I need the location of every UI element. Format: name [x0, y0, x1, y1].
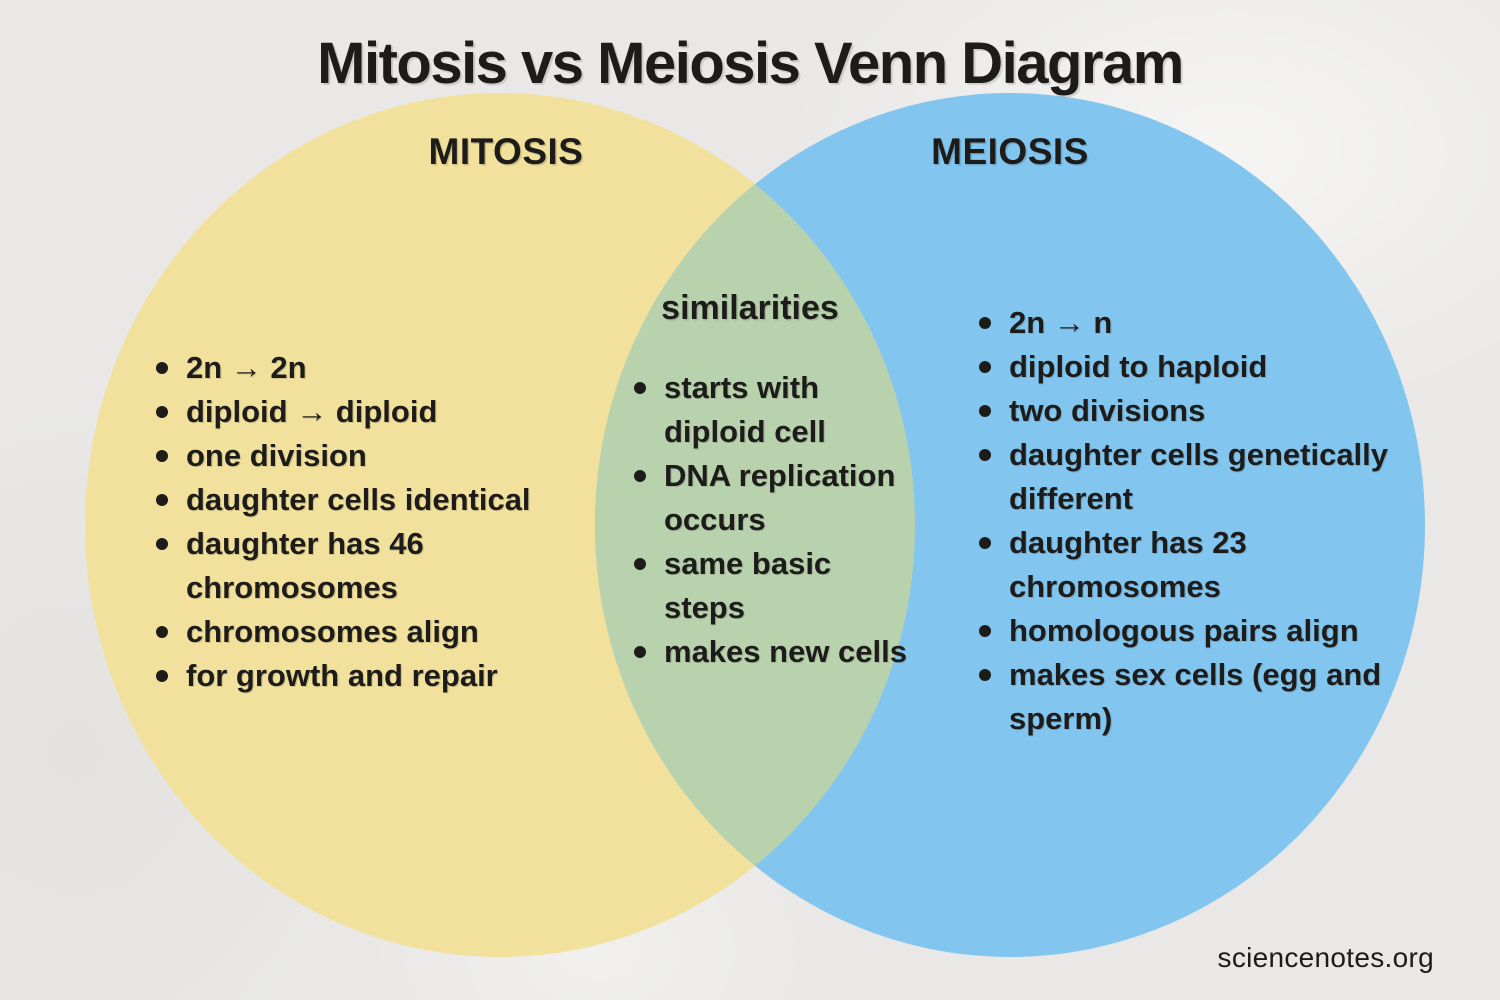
list-item-text: daughter cells genetically different [1009, 437, 1389, 516]
list-item-text: daughter has 23 chromosomes [1009, 525, 1247, 604]
list-item-text: for growth and repair [186, 658, 498, 693]
list-item: same basic steps [634, 542, 934, 630]
list-item: daughter cells identical [156, 478, 586, 522]
list-item: diploid to haploid [979, 345, 1424, 389]
list-item-text: starts with diploid cell [664, 370, 826, 449]
meiosis-list: 2n → n diploid to haploid two divisions … [979, 301, 1424, 741]
list-item-text: homologous pairs align [1009, 613, 1359, 648]
meiosis-label: MEIOSIS [931, 131, 1089, 172]
list-item-text: 2n → 2n [186, 350, 307, 385]
similarities-list: starts with diploid cell DNA replication… [634, 366, 934, 674]
list-item-text: chromosomes align [186, 614, 479, 649]
list-item: daughter has 46 chromosomes [156, 522, 586, 610]
source-credit: sciencenotes.org [1217, 942, 1434, 973]
list-item-text: diploid → diploid [186, 394, 438, 429]
list-item: one division [156, 434, 586, 478]
list-item: two divisions [979, 389, 1424, 433]
list-item-text: diploid to haploid [1009, 349, 1268, 384]
list-item: makes sex cells (egg and sperm) [979, 653, 1424, 741]
similarities-heading: similarities [661, 289, 839, 327]
list-item-text: daughter has 46 chromosomes [186, 526, 424, 605]
list-item-text: makes new cells [664, 634, 907, 669]
list-item: daughter cells genetically different [979, 433, 1424, 521]
list-item: 2n → n [979, 301, 1424, 345]
list-item: diploid → diploid [156, 390, 586, 434]
list-item-text: one division [186, 438, 367, 473]
list-item-text: two divisions [1009, 393, 1206, 428]
overlap-region [595, 93, 915, 957]
page-title: Mitosis vs Meiosis Venn Diagram [317, 31, 1184, 96]
list-item: DNA replication occurs [634, 454, 934, 542]
list-item-text: makes sex cells (egg and sperm) [1009, 657, 1382, 736]
list-item: daughter has 23 chromosomes [979, 521, 1424, 609]
mitosis-list: 2n → 2n diploid → diploid one division d… [156, 346, 586, 698]
list-item: homologous pairs align [979, 609, 1424, 653]
list-item: starts with diploid cell [634, 366, 934, 454]
list-item-text: DNA replication occurs [664, 458, 896, 537]
mitosis-label: MITOSIS [428, 131, 584, 172]
list-item: 2n → 2n [156, 346, 586, 390]
list-item: for growth and repair [156, 654, 586, 698]
list-item-text: same basic steps [664, 546, 832, 625]
list-item: chromosomes align [156, 610, 586, 654]
list-item-text: daughter cells identical [186, 482, 531, 517]
list-item-text: 2n → n [1009, 305, 1113, 340]
list-item: makes new cells [634, 630, 934, 674]
